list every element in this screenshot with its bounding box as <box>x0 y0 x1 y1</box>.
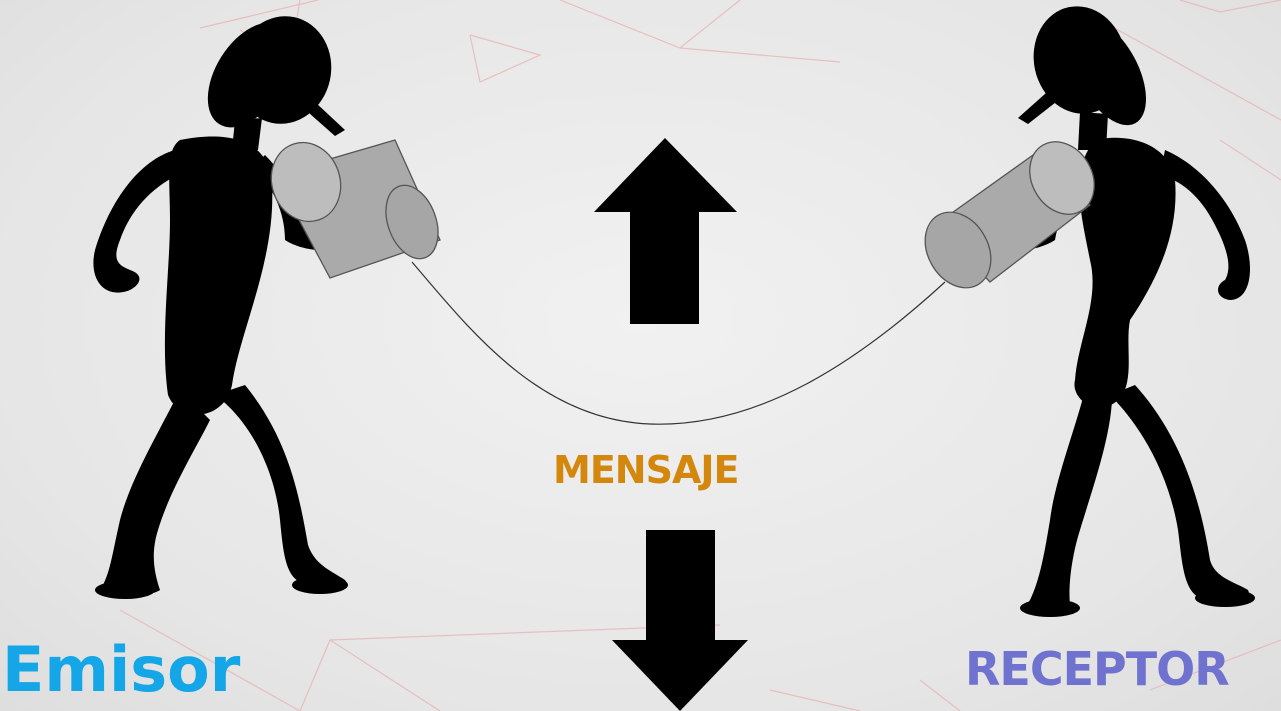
string-line-icon <box>411 261 946 425</box>
receiver-can-icon <box>924 141 1095 289</box>
arrow-up-icon <box>594 138 737 324</box>
sender-can-icon <box>270 139 441 279</box>
receiver-label: RECEPTOR <box>965 642 1230 696</box>
sender-label: Emisor <box>2 633 241 706</box>
message-label: MENSAJE <box>553 448 739 492</box>
arrow-down-icon <box>612 530 748 711</box>
sender-figure-icon <box>93 16 362 599</box>
receiver-figure-icon <box>983 6 1255 617</box>
